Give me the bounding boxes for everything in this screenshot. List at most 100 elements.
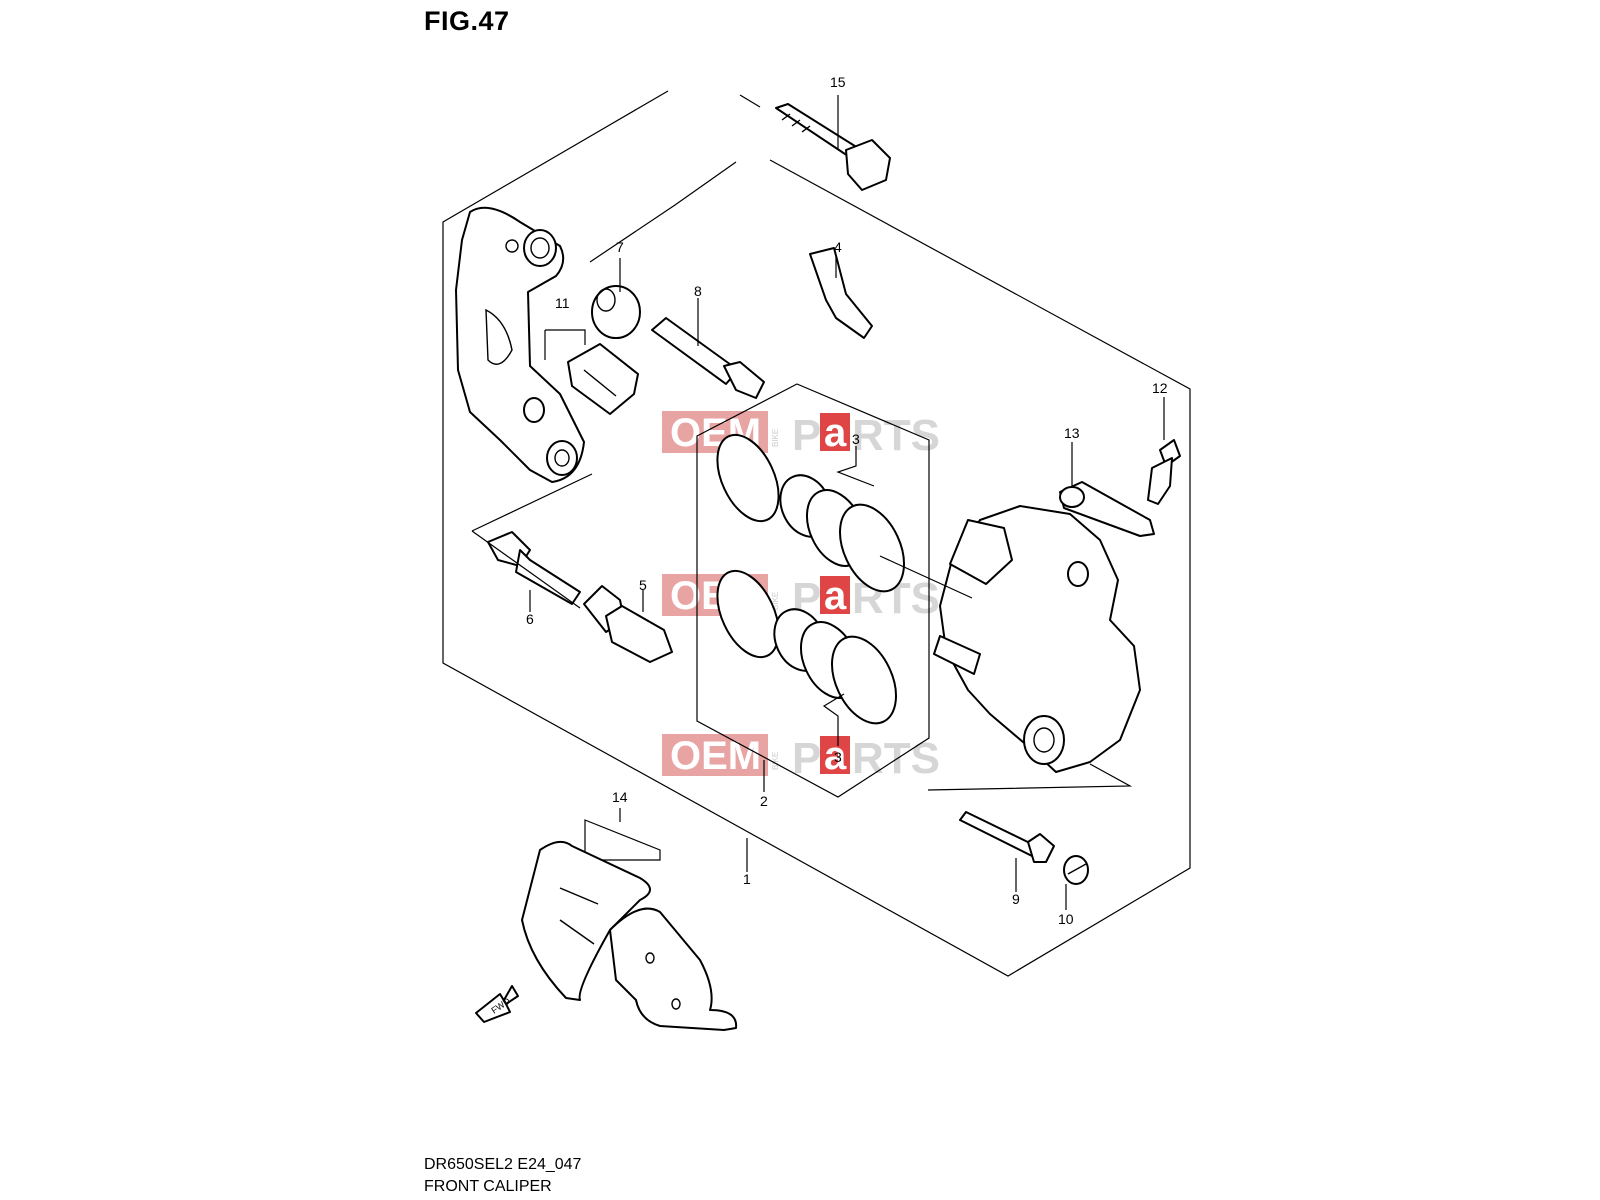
bracket-bore — [530, 237, 550, 259]
callout-4: 4 — [834, 239, 842, 255]
callout-6: 6 — [526, 611, 534, 627]
piston-upper — [716, 433, 780, 523]
pad-friction-line — [559, 919, 595, 945]
watermark-badge — [662, 734, 768, 776]
boot-body — [591, 285, 641, 339]
caliper-join-line — [927, 763, 1133, 791]
leader-lines — [471, 95, 1165, 910]
callout-9: 9 — [1012, 891, 1020, 907]
figure-name: FRONT CALIPER — [424, 1178, 552, 1195]
caliper-pin-boss — [1023, 715, 1065, 765]
fwd-arrow: FWD — [475, 985, 519, 1023]
piston-kit-outline — [696, 383, 930, 798]
bolt-thread — [791, 119, 801, 127]
bolt-15 — [775, 103, 891, 191]
pin-body — [515, 549, 581, 605]
watermark-word-left: P — [792, 734, 821, 783]
bracket-join-line — [471, 530, 581, 609]
bracket-cutout — [485, 308, 513, 365]
pin-8 — [651, 317, 765, 399]
bleeder-cap-13 — [1059, 481, 1155, 537]
pin-9-shank — [959, 811, 1037, 857]
pin-shank — [651, 317, 739, 385]
bleeder-valve-12 — [1147, 439, 1181, 505]
bolt-shank — [775, 103, 859, 157]
callout-2: 2 — [760, 793, 768, 809]
watermark-top: OEM BIKE P a RTS — [662, 411, 940, 460]
callout-8: 8 — [694, 283, 702, 299]
bracket-hole — [505, 239, 519, 253]
caliper-pad-tab — [933, 635, 981, 675]
piston-lower — [716, 569, 780, 659]
callout-14: 14 — [612, 789, 628, 805]
plug-10-slot — [1067, 863, 1087, 875]
boot-5 — [583, 585, 673, 663]
clip-4 — [809, 247, 873, 339]
cap-head — [1059, 486, 1085, 508]
watermark-brand: OEM — [670, 734, 761, 778]
outline-frame — [442, 90, 1191, 977]
caliper-mount-ear — [949, 519, 1013, 585]
callout-3-lower: 3 — [834, 749, 842, 765]
watermark-word-left: P — [792, 411, 821, 460]
bracket-lower-hole — [523, 397, 545, 423]
callout-10: 10 — [1058, 911, 1074, 927]
model-code: DR650SEL2 E24_047 — [424, 1156, 582, 1173]
watermark-bottom: OEM BIKE P a RTS — [662, 734, 940, 783]
callout-15: 15 — [830, 74, 846, 90]
bracket-lower-boss — [546, 440, 578, 476]
watermark-side: BIKE — [771, 429, 780, 447]
watermark-accent — [820, 576, 850, 614]
seal-upper-piston — [839, 503, 905, 593]
seal-lower-piston — [831, 635, 897, 725]
pad-rivet — [671, 998, 681, 1010]
callout-11: 11 — [555, 295, 570, 311]
bleeder-head — [1159, 439, 1181, 467]
pin-9-thread — [1027, 833, 1055, 863]
watermark-accent — [820, 413, 850, 451]
boot-lip — [596, 288, 616, 312]
bleeder-thread — [1147, 457, 1173, 505]
pad-label-box — [584, 819, 661, 861]
caliper-body — [879, 505, 1141, 773]
callout-12: 12 — [1152, 380, 1168, 396]
watermark-side: BIKE — [771, 592, 780, 610]
outline-segment — [739, 94, 761, 108]
pad-inner — [609, 907, 738, 1031]
pad-outer — [521, 840, 651, 1001]
caliper-pin-bore — [1033, 727, 1055, 753]
pistons-and-seals — [716, 433, 905, 725]
bracket-boss — [523, 229, 557, 267]
caliper-bleed-port — [1067, 561, 1089, 587]
bolt-thread — [781, 113, 791, 121]
plug-10 — [1063, 855, 1089, 885]
pad-spring-11 — [544, 329, 639, 415]
watermark-word-mid: a — [824, 734, 847, 778]
callout-3-upper: 3 — [852, 431, 860, 447]
callout-5: 5 — [639, 577, 647, 593]
leader-line — [545, 329, 586, 345]
assembly-outline — [442, 90, 1191, 977]
callout-13: 13 — [1064, 425, 1080, 441]
centerline — [879, 555, 973, 599]
pad-friction-line — [559, 887, 599, 905]
callout-labels: 15 7 4 8 11 12 13 3 5 6 3 2 14 1 9 10 — [526, 74, 1168, 927]
leader-3-lower — [822, 693, 845, 746]
bracket-lower-bore — [554, 449, 570, 467]
callout-1: 1 — [743, 871, 751, 887]
boot-5-body — [605, 605, 673, 663]
brake-pads-14 — [521, 819, 738, 1031]
spring-clip — [567, 343, 639, 415]
watermark-word-mid: a — [824, 574, 847, 618]
pin-6 — [487, 531, 581, 605]
bolt-thread — [801, 125, 811, 133]
watermark-side: BIKE — [771, 752, 780, 770]
pin-thread — [723, 361, 765, 399]
watermark-word-right: RTS — [852, 411, 940, 460]
slide-pin-9 — [959, 811, 1055, 863]
boot-7 — [591, 285, 641, 339]
bracket-join-line — [471, 473, 593, 532]
caliper-bracket — [455, 206, 585, 483]
fwd-arrow-shape — [475, 985, 519, 1023]
